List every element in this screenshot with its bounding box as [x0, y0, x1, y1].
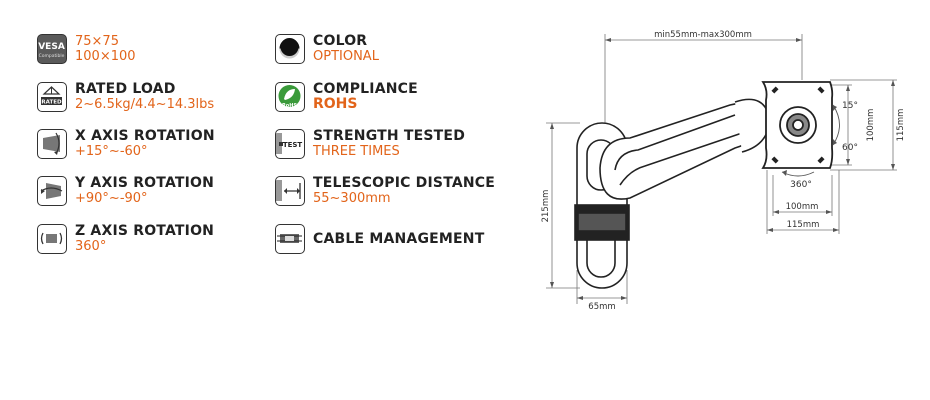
spec-telescopic-distance: TELESCOPIC DISTANCE 55~300mm	[275, 176, 495, 206]
rated-load-title: RATED LOAD	[75, 81, 176, 97]
base-width-label: 65mm	[588, 302, 615, 312]
telescopic-distance-value: 55~300mm	[313, 191, 391, 206]
rohs-icon: RoHS	[275, 82, 305, 112]
outer-height-label: 115mm	[896, 109, 906, 142]
compliance-title: COMPLIANCE	[313, 81, 418, 97]
vesa-icon-text: VESA	[38, 42, 65, 52]
color-title: COLOR	[313, 33, 368, 49]
vesa-value-1: 75×75	[75, 34, 119, 49]
y-axis-rotation-value: +90°~-90°	[75, 191, 148, 206]
vesa-value-2: 100×100	[75, 49, 136, 64]
color-icon	[275, 34, 305, 64]
x-axis-rotation-title: X AXIS ROTATION	[75, 128, 215, 144]
rated-load-value: 2~6.5kg/4.4~14.3lbs	[75, 97, 215, 112]
color-value: OPTIONAL	[313, 49, 379, 64]
tilt-up-label: 15°	[842, 101, 858, 111]
z-axis-rotation-value: 360°	[75, 239, 107, 254]
cable-management-title: CABLE MANAGEMENT	[313, 231, 485, 247]
height-dimension-label: 215mm	[541, 190, 551, 223]
spec-strength-tested: TEST STRENGTH TESTED THREE TIMES	[275, 129, 465, 159]
x-axis-rotation-icon	[37, 129, 67, 159]
spec-cable-management: CABLE MANAGEMENT	[275, 224, 484, 254]
rated-load-icon: RATED	[37, 82, 67, 112]
spec-vesa: VESA Compatible 75×75 100×100	[37, 34, 136, 64]
spec-color: COLOR OPTIONAL	[275, 34, 379, 64]
x-axis-rotation-value: +15°~-60°	[75, 144, 148, 159]
y-axis-rotation-title: Y AXIS ROTATION	[75, 175, 215, 191]
strength-test-icon: TEST	[275, 129, 305, 159]
compliance-value: ROHS	[313, 96, 358, 112]
spec-z-axis-rotation: Z AXIS ROTATION 360°	[37, 224, 214, 254]
test-icon-text: TEST	[283, 141, 303, 149]
spec-rated-load: RATED RATED LOAD 2~6.5kg/4.4~14.3lbs	[37, 82, 214, 112]
cable-management-icon	[275, 224, 305, 254]
vesa-icon: VESA Compatible	[37, 34, 67, 64]
strength-tested-title: STRENGTH TESTED	[313, 128, 466, 144]
rohs-icon-text: RoHS	[282, 103, 297, 109]
inner-height-label: 100mm	[866, 109, 876, 142]
rotation-label: 360°	[790, 180, 812, 190]
top-dimension-label: min55mm-max300mm	[654, 30, 752, 40]
z-axis-rotation-icon	[37, 224, 67, 254]
z-axis-rotation-title: Z AXIS ROTATION	[75, 223, 215, 239]
telescopic-distance-title: TELESCOPIC DISTANCE	[313, 175, 496, 191]
strength-tested-value: THREE TIMES	[313, 144, 400, 159]
tilt-down-label: 60°	[842, 143, 858, 153]
outer-width-label: 115mm	[787, 220, 820, 230]
vesa-icon-subtext: Compatible	[39, 53, 65, 59]
spec-x-axis-rotation: X AXIS ROTATION +15°~-60°	[37, 129, 215, 159]
y-axis-rotation-icon	[37, 176, 67, 206]
spec-y-axis-rotation: Y AXIS ROTATION +90°~-90°	[37, 176, 214, 206]
mount-dimension-diagram: min55mm-max300mm 215mm 65mm 15° 60° 360°…	[541, 30, 906, 312]
rated-icon-text: RATED	[41, 100, 62, 106]
telescopic-icon	[275, 176, 305, 206]
inner-width-label: 100mm	[786, 202, 819, 212]
spec-compliance: RoHS COMPLIANCE ROHS	[275, 82, 418, 112]
